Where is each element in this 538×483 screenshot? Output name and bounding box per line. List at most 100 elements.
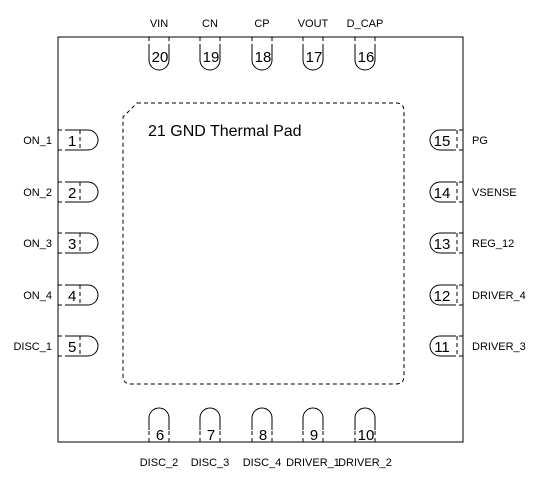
pin-pad-outer xyxy=(68,181,99,203)
pin-number: 12 xyxy=(434,288,451,305)
pin-name: CP xyxy=(254,18,269,30)
pin-number: 6 xyxy=(156,427,164,444)
pin-number: 5 xyxy=(68,339,76,356)
pin-number: 17 xyxy=(306,49,323,66)
pin-pad-inner xyxy=(58,181,68,203)
pin-pad-inner xyxy=(453,129,463,151)
pin-name: VSENSE xyxy=(472,187,517,199)
pin-name: DRIVER_3 xyxy=(472,341,526,353)
pin-name: D_CAP xyxy=(347,18,384,30)
pin-pad-outer xyxy=(302,48,324,71)
pin-pad-outer xyxy=(429,284,453,306)
pin-number: 1 xyxy=(68,133,76,150)
pin-pad-inner xyxy=(148,430,170,442)
pin-4: 4 ON_4 xyxy=(23,284,99,306)
pin-15: 15 PG xyxy=(429,129,488,151)
pin-pad-outer xyxy=(148,48,170,71)
pin-pad-outer xyxy=(429,129,453,151)
pin-pad-inner xyxy=(251,430,273,442)
pin-pad-inner xyxy=(453,232,463,254)
pin-pad-inner xyxy=(251,37,273,48)
pin-12: 12 DRIVER_4 xyxy=(429,284,526,306)
pin-number: 19 xyxy=(203,49,220,66)
pin-pad-outer xyxy=(251,407,273,430)
package-outline xyxy=(57,36,464,443)
pin-number: 20 xyxy=(152,49,169,66)
pin-pad-outer xyxy=(429,181,453,203)
pin-pad-outer xyxy=(199,48,221,71)
pin-pad-inner xyxy=(354,430,376,442)
pin-name: VOUT xyxy=(298,18,329,30)
pin-pad-outer xyxy=(354,48,376,71)
pin-5: 5 DISC_1 xyxy=(13,335,99,357)
pin-pad-outer xyxy=(302,407,324,430)
pin-pad-inner xyxy=(302,430,324,442)
pin-name: ON_1 xyxy=(23,135,52,147)
pin-pad-outer xyxy=(148,407,170,430)
pin-pad-outer xyxy=(199,407,221,430)
pin-pad-outer xyxy=(429,335,453,357)
pin-pad-inner xyxy=(148,37,170,48)
pin-pad-outer xyxy=(68,232,99,254)
pin-2: 2ON_2 xyxy=(23,181,99,203)
pin-pad-inner xyxy=(58,284,68,306)
thermal-pad-label: 21 GND Thermal Pad xyxy=(148,123,302,140)
pin-name: DRIVER_1 xyxy=(286,457,340,469)
pin-pad-inner xyxy=(199,37,221,48)
pin-number: 16 xyxy=(358,49,375,66)
pin-1: 1 ON_1 xyxy=(23,129,99,151)
pin-number: 7 xyxy=(207,427,215,444)
pin-19: 19 CN xyxy=(199,18,221,71)
pin-pad-outer xyxy=(68,129,99,151)
thermal-pad-outline xyxy=(122,102,405,385)
pin-pad-inner xyxy=(354,37,376,48)
pin-pad-outer xyxy=(251,48,273,71)
pin-number: 11 xyxy=(434,339,450,356)
pin-name: VIN xyxy=(150,18,168,30)
pin-name: REG_12 xyxy=(472,238,514,250)
pin-number: 14 xyxy=(434,185,451,202)
pin-name: DISC_3 xyxy=(191,457,230,469)
pin-pad-inner xyxy=(58,335,68,357)
pin-name: DRIVER_4 xyxy=(472,290,526,302)
pin-14: 14 VSENSE xyxy=(429,181,517,203)
pin-pad-outer xyxy=(429,232,453,254)
pin-pad-inner xyxy=(453,335,463,357)
pin-20: 20 VIN xyxy=(148,18,170,71)
pin-pad-inner xyxy=(453,284,463,306)
pin-number: 9 xyxy=(310,427,318,444)
pin-name: CN xyxy=(202,18,218,30)
pin-number: 15 xyxy=(434,133,451,150)
pin-number: 10 xyxy=(358,427,375,444)
pin-11: 11 DRIVER_3 xyxy=(429,335,526,357)
pin-name: ON_2 xyxy=(23,187,52,199)
pin-pad-outer xyxy=(68,284,99,306)
pin-number: 3 xyxy=(68,236,76,253)
pin-number: 18 xyxy=(255,49,272,66)
pin-name: ON_3 xyxy=(23,238,52,250)
pin-pad-outer xyxy=(354,407,376,430)
pin-pad-inner xyxy=(199,430,221,442)
pin-pad-outer xyxy=(68,335,99,357)
pin-number: 4 xyxy=(68,288,76,305)
pin-name: PG xyxy=(472,135,488,147)
pin-13: 13 REG_12 xyxy=(429,232,514,254)
pin-name: ON_4 xyxy=(23,290,52,302)
pin-3: 3 ON_3 xyxy=(23,232,99,254)
pin-pad-inner xyxy=(58,232,68,254)
pin-16: 16 D_CAP xyxy=(347,18,384,71)
pin-number: 8 xyxy=(259,427,267,444)
pin-name: DISC_4 xyxy=(243,457,282,469)
pin-pad-inner xyxy=(453,181,463,203)
pin-18: 18 CP xyxy=(251,18,273,71)
pin-name: DISC_1 xyxy=(13,341,52,353)
pin-17: 17 VOUT xyxy=(298,18,329,71)
pin-number: 13 xyxy=(434,236,451,253)
